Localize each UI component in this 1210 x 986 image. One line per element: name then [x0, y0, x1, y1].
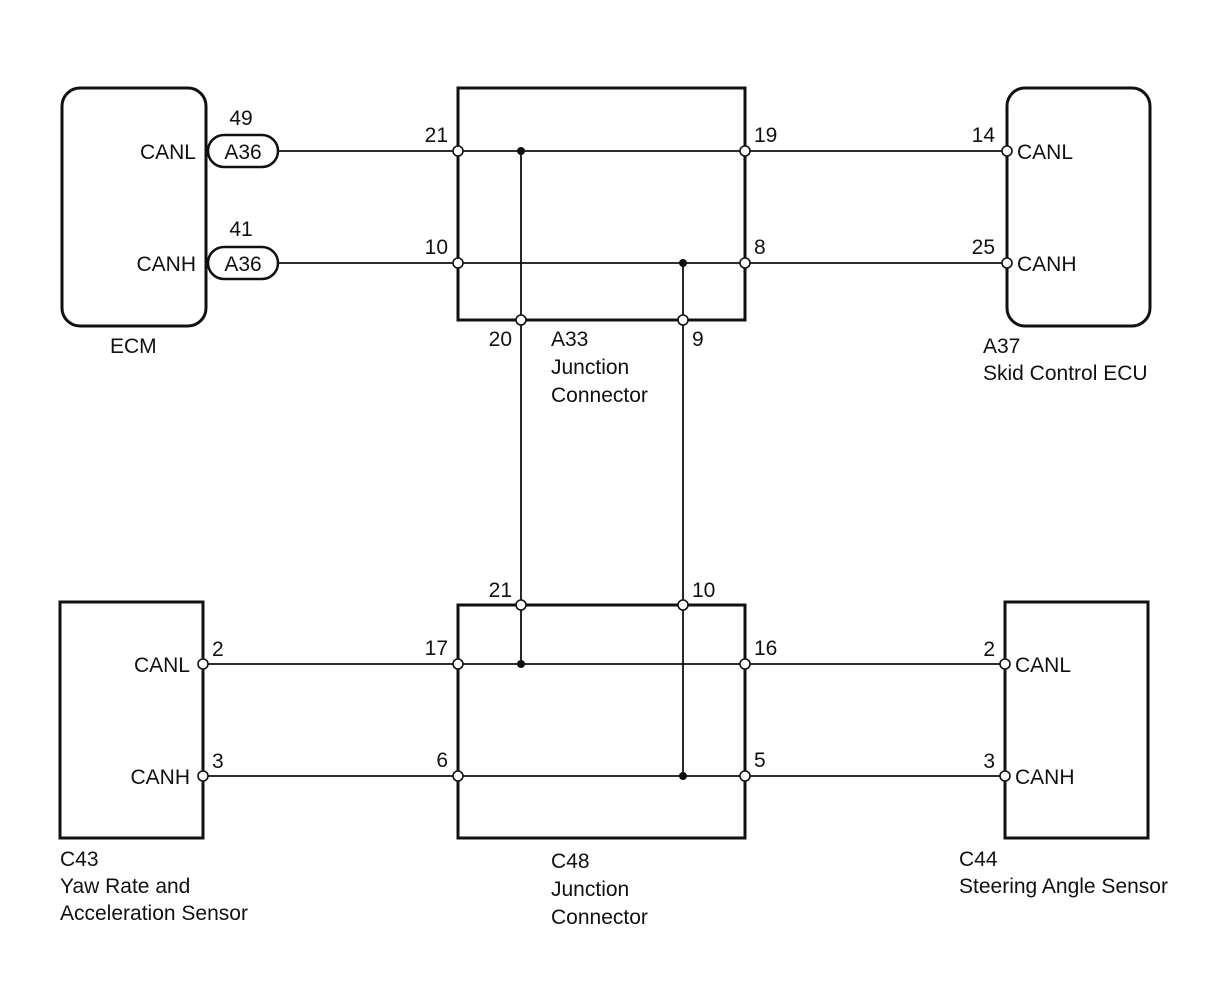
- pin-a33-9: [677, 314, 689, 326]
- a33-pin-20: 20: [489, 328, 512, 351]
- a33-name-line1: Junction: [551, 356, 629, 379]
- a33-pin-9: 9: [692, 328, 704, 351]
- pin-c48-10: [677, 599, 689, 611]
- c48-pin-17: 17: [425, 637, 448, 660]
- c48-box: [456, 603, 747, 840]
- pin-c44-2: [999, 658, 1011, 670]
- c43-id: C43: [60, 848, 99, 871]
- pin-a33-21: [452, 145, 464, 157]
- c48-pin-10: 10: [692, 579, 715, 602]
- c43-pin-3: 3: [212, 750, 224, 773]
- c43-box: [58, 600, 205, 840]
- c48-name-line2: Connector: [551, 906, 648, 929]
- c43-name-line1: Yaw Rate and: [60, 875, 190, 898]
- c48-pin-21: 21: [489, 579, 512, 602]
- c48-id: C48: [551, 850, 590, 873]
- splice-node-c48-canl: [517, 660, 525, 668]
- a37-pin-canl-label: CANL: [1017, 141, 1073, 164]
- splice-node-a33-canh: [679, 259, 687, 267]
- c43-pin-canh-label: CANH: [130, 766, 190, 789]
- a33-pin-21: 21: [425, 124, 448, 147]
- a37-pin-25: 25: [972, 236, 995, 259]
- pin-a33-10: [452, 257, 464, 269]
- splice-nodes: [517, 147, 687, 780]
- pin-a37-25: [1001, 257, 1013, 269]
- pin-a33-8: [739, 257, 751, 269]
- c44-component: CANL CANH 2 3 C44 Steering Angle Sensor: [959, 600, 1168, 898]
- wires: [203, 150, 1007, 777]
- a33-pin-8: 8: [754, 236, 766, 259]
- pin-c43-3: [197, 770, 209, 782]
- a33-name-line2: Connector: [551, 384, 648, 407]
- a37-component: CANL CANH 14 25 A37 Skid Control ECU: [972, 86, 1152, 385]
- c43-component: CANL CANH 2 3 C43 Yaw Rate and Accelerat…: [58, 600, 248, 925]
- a37-pin-canh-label: CANH: [1017, 253, 1077, 276]
- c44-name: Steering Angle Sensor: [959, 875, 1168, 898]
- ecm-component: CANL CANH ECM A36 49 A36 41: [60, 86, 280, 358]
- c48-pin-16: 16: [754, 637, 777, 660]
- c44-pin-2: 2: [983, 638, 995, 661]
- pin-c48-5: [739, 770, 751, 782]
- pin-c48-17: [452, 658, 464, 670]
- ecm-pin-canh-label: CANH: [136, 253, 196, 276]
- ecm-name: ECM: [110, 335, 157, 358]
- pin-a33-19: [739, 145, 751, 157]
- c48-pin-5: 5: [754, 749, 766, 772]
- c48-pin-6: 6: [436, 749, 448, 772]
- c48-name-line1: Junction: [551, 878, 629, 901]
- c43-pin-canl-label: CANL: [134, 654, 190, 677]
- c48-component: 21 10 17 6 16 5 C48 Junction Connector: [425, 579, 778, 929]
- pin-a33-20: [515, 314, 527, 326]
- c44-pin-canh-label: CANH: [1015, 766, 1075, 789]
- c43-pin-2: 2: [212, 638, 224, 661]
- c44-box: [1003, 600, 1150, 840]
- connector-a36-canl: [206, 133, 280, 169]
- a33-pin-10: 10: [425, 236, 448, 259]
- pin-c48-21: [515, 599, 527, 611]
- a33-id: A33: [551, 328, 588, 351]
- a33-box: [456, 86, 747, 322]
- splice-node-a33-canl: [517, 147, 525, 155]
- ecm-box: [60, 86, 208, 328]
- pin-a37-14: [1001, 145, 1013, 157]
- c44-pin-canl-label: CANL: [1015, 654, 1071, 677]
- pin-c48-16: [739, 658, 751, 670]
- pin-c48-6: [452, 770, 464, 782]
- pin-c43-2: [197, 658, 209, 670]
- c44-id: C44: [959, 848, 998, 871]
- a37-id: A37: [983, 335, 1020, 358]
- a37-name: Skid Control ECU: [983, 362, 1148, 385]
- c43-name-line2: Acceleration Sensor: [60, 902, 248, 925]
- connector-a36-canh: [206, 245, 280, 281]
- a33-component: 21 10 19 8 20 9 A33 Junction Connector: [425, 86, 777, 407]
- a37-box: [1005, 86, 1152, 328]
- a37-pin-14: 14: [972, 124, 996, 147]
- connector-a36-canl-label: A36: [224, 141, 261, 164]
- ecm-pin-canl-label: CANL: [140, 141, 196, 164]
- splice-node-c48-canh: [679, 772, 687, 780]
- pin-c44-3: [999, 770, 1011, 782]
- ecm-pin-49-number: 49: [229, 107, 252, 130]
- terminal-pins: [197, 145, 1013, 782]
- ecm-pin-41-number: 41: [229, 218, 252, 241]
- connector-a36-canh-label: A36: [224, 253, 261, 276]
- a33-pin-19: 19: [754, 124, 777, 147]
- c44-pin-3: 3: [983, 750, 995, 773]
